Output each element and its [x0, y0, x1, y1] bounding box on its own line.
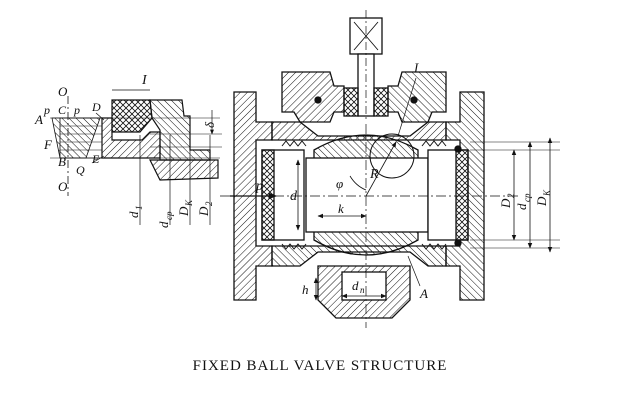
label-Q: Q	[76, 163, 85, 177]
valve-labels: I p d φ R k h d n A D 2 d cp D K	[255, 60, 552, 301]
detail-labels: I O O A p C p D F B Q E δ d 1 d cp D K D…	[34, 73, 217, 228]
spring-bottom-right	[421, 243, 447, 250]
body-lower	[271, 245, 447, 267]
label-DK-valve: D K	[534, 189, 552, 207]
detail-mark-label: I	[141, 73, 148, 88]
svg-text:D: D	[498, 198, 513, 209]
label-dcp-valve: d cp	[514, 193, 532, 210]
label-p1: p	[43, 103, 50, 117]
label-C: C	[58, 103, 67, 117]
leader-I	[397, 77, 417, 137]
svg-text:d: d	[352, 278, 359, 293]
detail-housing-lower	[149, 159, 219, 181]
label-k: k	[338, 201, 344, 216]
label-phi: φ	[336, 176, 343, 191]
label-delta: δ	[202, 121, 217, 128]
svg-text:d: d	[156, 221, 171, 228]
o-ring-3	[314, 96, 322, 104]
svg-text:1: 1	[134, 206, 144, 211]
dim-R	[365, 141, 397, 197]
svg-text:2: 2	[204, 201, 214, 206]
o-ring-2	[454, 239, 462, 247]
svg-text:n: n	[360, 285, 365, 295]
label-A-valve: A	[419, 286, 428, 301]
svg-text:cp: cp	[164, 211, 174, 220]
packing-left	[343, 87, 359, 117]
svg-text:d: d	[514, 203, 529, 210]
svg-text:D: D	[196, 206, 211, 217]
label-D: D	[91, 100, 101, 114]
leader-A	[407, 255, 421, 287]
label-p2: p	[73, 103, 80, 117]
detail-callout-circle	[369, 133, 415, 179]
bonnet-right	[387, 71, 447, 123]
valve-section	[220, 10, 560, 328]
label-R: R	[369, 167, 379, 182]
label-h: h	[302, 282, 309, 297]
label-B: B	[58, 154, 66, 169]
detail-view	[50, 89, 222, 225]
label-d: d	[290, 189, 298, 204]
label-D2-valve: D 2	[498, 193, 516, 209]
label-A: A	[34, 112, 43, 127]
spring-top-right	[421, 140, 447, 147]
label-O-top: O	[58, 84, 68, 99]
spring-bottom-left	[281, 243, 307, 250]
spring-top-left	[281, 140, 307, 147]
label-p: p	[255, 179, 263, 194]
detail-seal-ring	[111, 99, 153, 133]
svg-text:D: D	[176, 206, 191, 217]
o-ring-1	[454, 145, 462, 153]
bonnet	[281, 71, 345, 123]
label-I-ref: I	[413, 60, 419, 75]
dim-dcp-detail: d cp	[156, 211, 174, 228]
svg-text:K: K	[542, 189, 552, 197]
label-F: F	[43, 137, 53, 152]
body-upper	[271, 121, 447, 141]
figure-caption: FIXED BALL VALVE STRUCTURE	[192, 358, 448, 374]
label-dn: d n	[352, 278, 365, 295]
packing-right	[373, 87, 389, 117]
svg-text:d: d	[126, 211, 141, 218]
o-ring-4	[410, 96, 418, 104]
svg-text:D: D	[534, 196, 549, 207]
dim-d1: d 1	[126, 206, 144, 219]
svg-text:2: 2	[506, 193, 516, 198]
label-O-bottom: O	[58, 179, 68, 194]
svg-text:K: K	[184, 199, 194, 207]
svg-text:cp: cp	[522, 193, 532, 202]
angle-phi	[349, 175, 367, 191]
dim-DK-detail: D K	[176, 199, 194, 217]
dim-D2-detail: D 2	[196, 201, 214, 217]
label-E: E	[91, 152, 100, 166]
